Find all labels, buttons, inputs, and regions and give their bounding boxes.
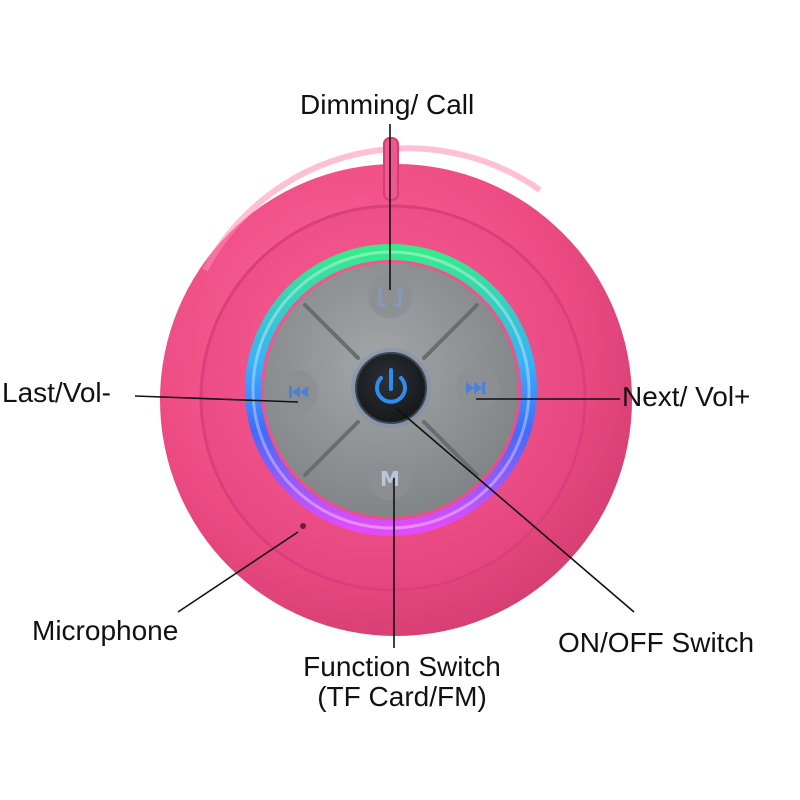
label-dimming-call: Dimming/ Call	[300, 89, 475, 120]
label-next-vol: Next/ Vol+	[622, 381, 751, 412]
led-ring-glow	[251, 250, 531, 530]
label-function-switch: Function Switch (TF Card/FM)	[264, 652, 540, 712]
leader-mic	[177, 531, 299, 613]
next-vol-button[interactable]	[456, 366, 500, 410]
phone-icon	[378, 287, 402, 307]
body-highlight	[202, 145, 542, 272]
label-last-vol: Last/Vol-	[2, 377, 111, 408]
stem	[383, 137, 399, 201]
label-function-switch-line2: (TF Card/FM)	[317, 681, 487, 712]
function-switch-button[interactable]: M	[368, 456, 412, 500]
next-track-icon	[466, 382, 485, 394]
leader-lines	[134, 124, 635, 648]
mode-glyph: M	[380, 467, 400, 491]
panel-divider	[303, 420, 360, 477]
panel-divider	[422, 303, 479, 360]
dimming-call-button[interactable]	[368, 274, 412, 318]
panel-divider	[303, 303, 360, 360]
last-vol-button[interactable]	[274, 370, 318, 414]
microphone-hole	[300, 523, 306, 529]
leader-onoff	[395, 407, 635, 613]
label-function-switch-line1: Function Switch	[303, 651, 501, 682]
label-on-off-switch: ON/OFF Switch	[558, 627, 755, 658]
previous-track-icon	[289, 386, 308, 398]
led-ring	[245, 244, 537, 536]
leader-last	[134, 395, 299, 403]
power-icon	[375, 368, 407, 404]
power-button[interactable]	[351, 348, 431, 428]
panel-divider	[422, 420, 479, 477]
label-microphone: Microphone	[32, 615, 179, 646]
